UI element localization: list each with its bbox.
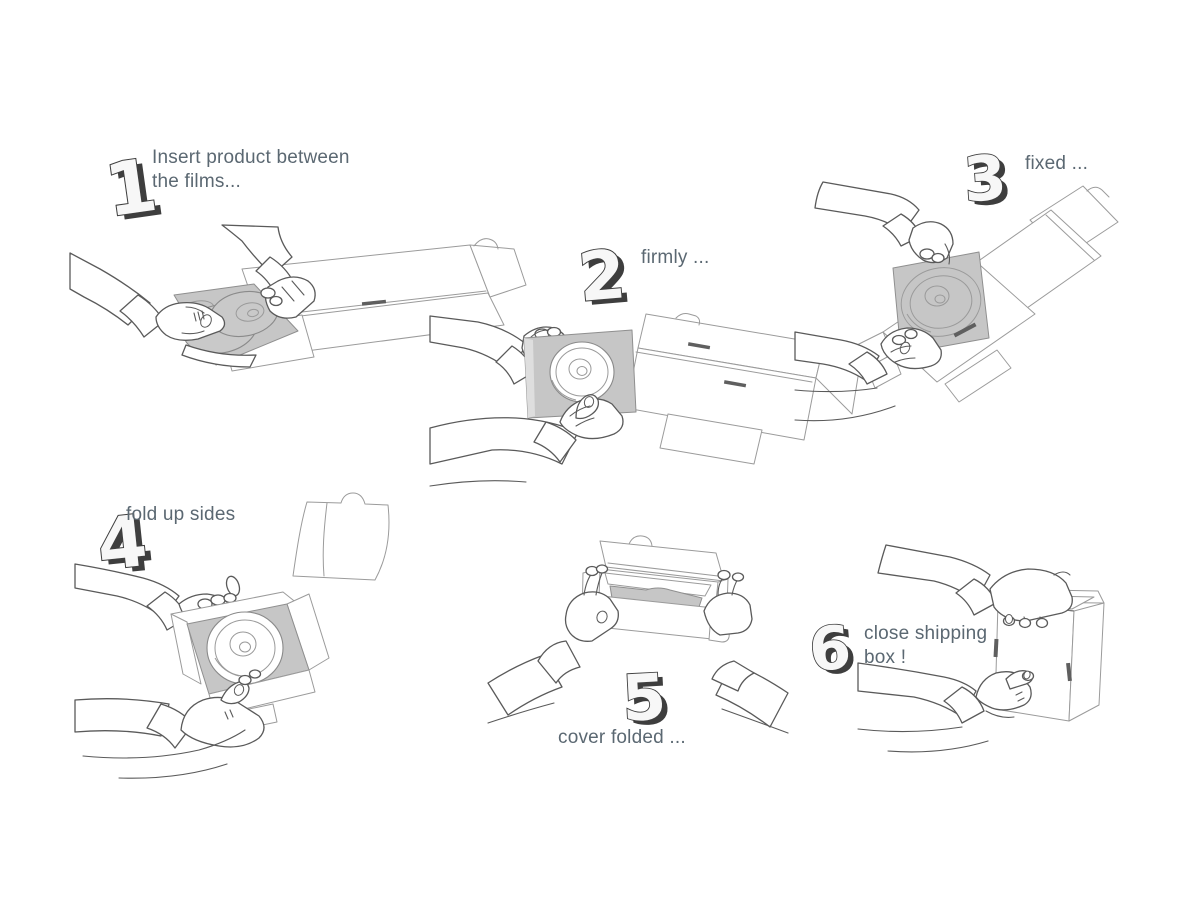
step-6-number-glyph: 6 6 xyxy=(806,613,860,690)
left-hand xyxy=(487,564,619,724)
step-3-number-glyph: 3 3 xyxy=(960,141,1015,221)
step-6-number: 6 6 xyxy=(794,603,865,692)
number-shadow: 5 xyxy=(626,664,674,740)
number-face: 1 xyxy=(100,143,162,234)
number-face: 6 xyxy=(806,614,853,686)
right-hand xyxy=(221,224,316,319)
number-shadow: 3 xyxy=(967,146,1015,221)
lower-left-hand xyxy=(429,394,624,487)
product-disc xyxy=(206,611,284,685)
step-1-number-glyph: 1 1 xyxy=(99,142,169,239)
step-3-illustration xyxy=(794,181,1119,422)
top-hand xyxy=(814,181,954,265)
number-shadow: 2 xyxy=(581,239,634,321)
step-2-number-glyph: 2 2 xyxy=(574,234,634,321)
step-1-label: Insert product between the films... xyxy=(152,147,350,193)
step-5-number-glyph: 5 5 xyxy=(619,659,674,740)
step-4-label: fold up sides xyxy=(126,504,236,525)
step-2-label: firmly ... xyxy=(641,247,710,268)
number-shadow: 1 xyxy=(107,147,169,238)
number-face: 5 xyxy=(620,660,668,736)
step-1-number: 1 1 xyxy=(85,131,176,243)
right-hand xyxy=(703,569,789,734)
step-2-number: 2 2 xyxy=(562,225,642,325)
step-4-illustration xyxy=(74,492,390,779)
step-5-label: cover folded ... xyxy=(558,727,686,748)
step-1-illustration xyxy=(69,224,527,372)
number-face: 2 xyxy=(575,235,628,317)
carton-lid xyxy=(292,492,390,581)
left-hand xyxy=(69,252,257,368)
bottom-hand xyxy=(857,662,1035,753)
top-hand xyxy=(877,544,1073,629)
product-disc xyxy=(549,341,615,403)
step-5-illustration xyxy=(487,535,789,734)
number-face: 3 xyxy=(961,142,1009,217)
product-disc xyxy=(900,267,982,338)
number-shadow: 6 xyxy=(812,617,859,689)
bottom-hand xyxy=(74,669,265,779)
step-6-label: close shipping box ! xyxy=(864,623,988,669)
bottom-hand xyxy=(794,327,942,422)
step-3-label: fixed ... xyxy=(1025,153,1089,174)
step-5-number: 5 5 xyxy=(608,650,681,743)
step-3-number: 3 3 xyxy=(949,132,1021,224)
step-6-illustration xyxy=(857,544,1105,753)
